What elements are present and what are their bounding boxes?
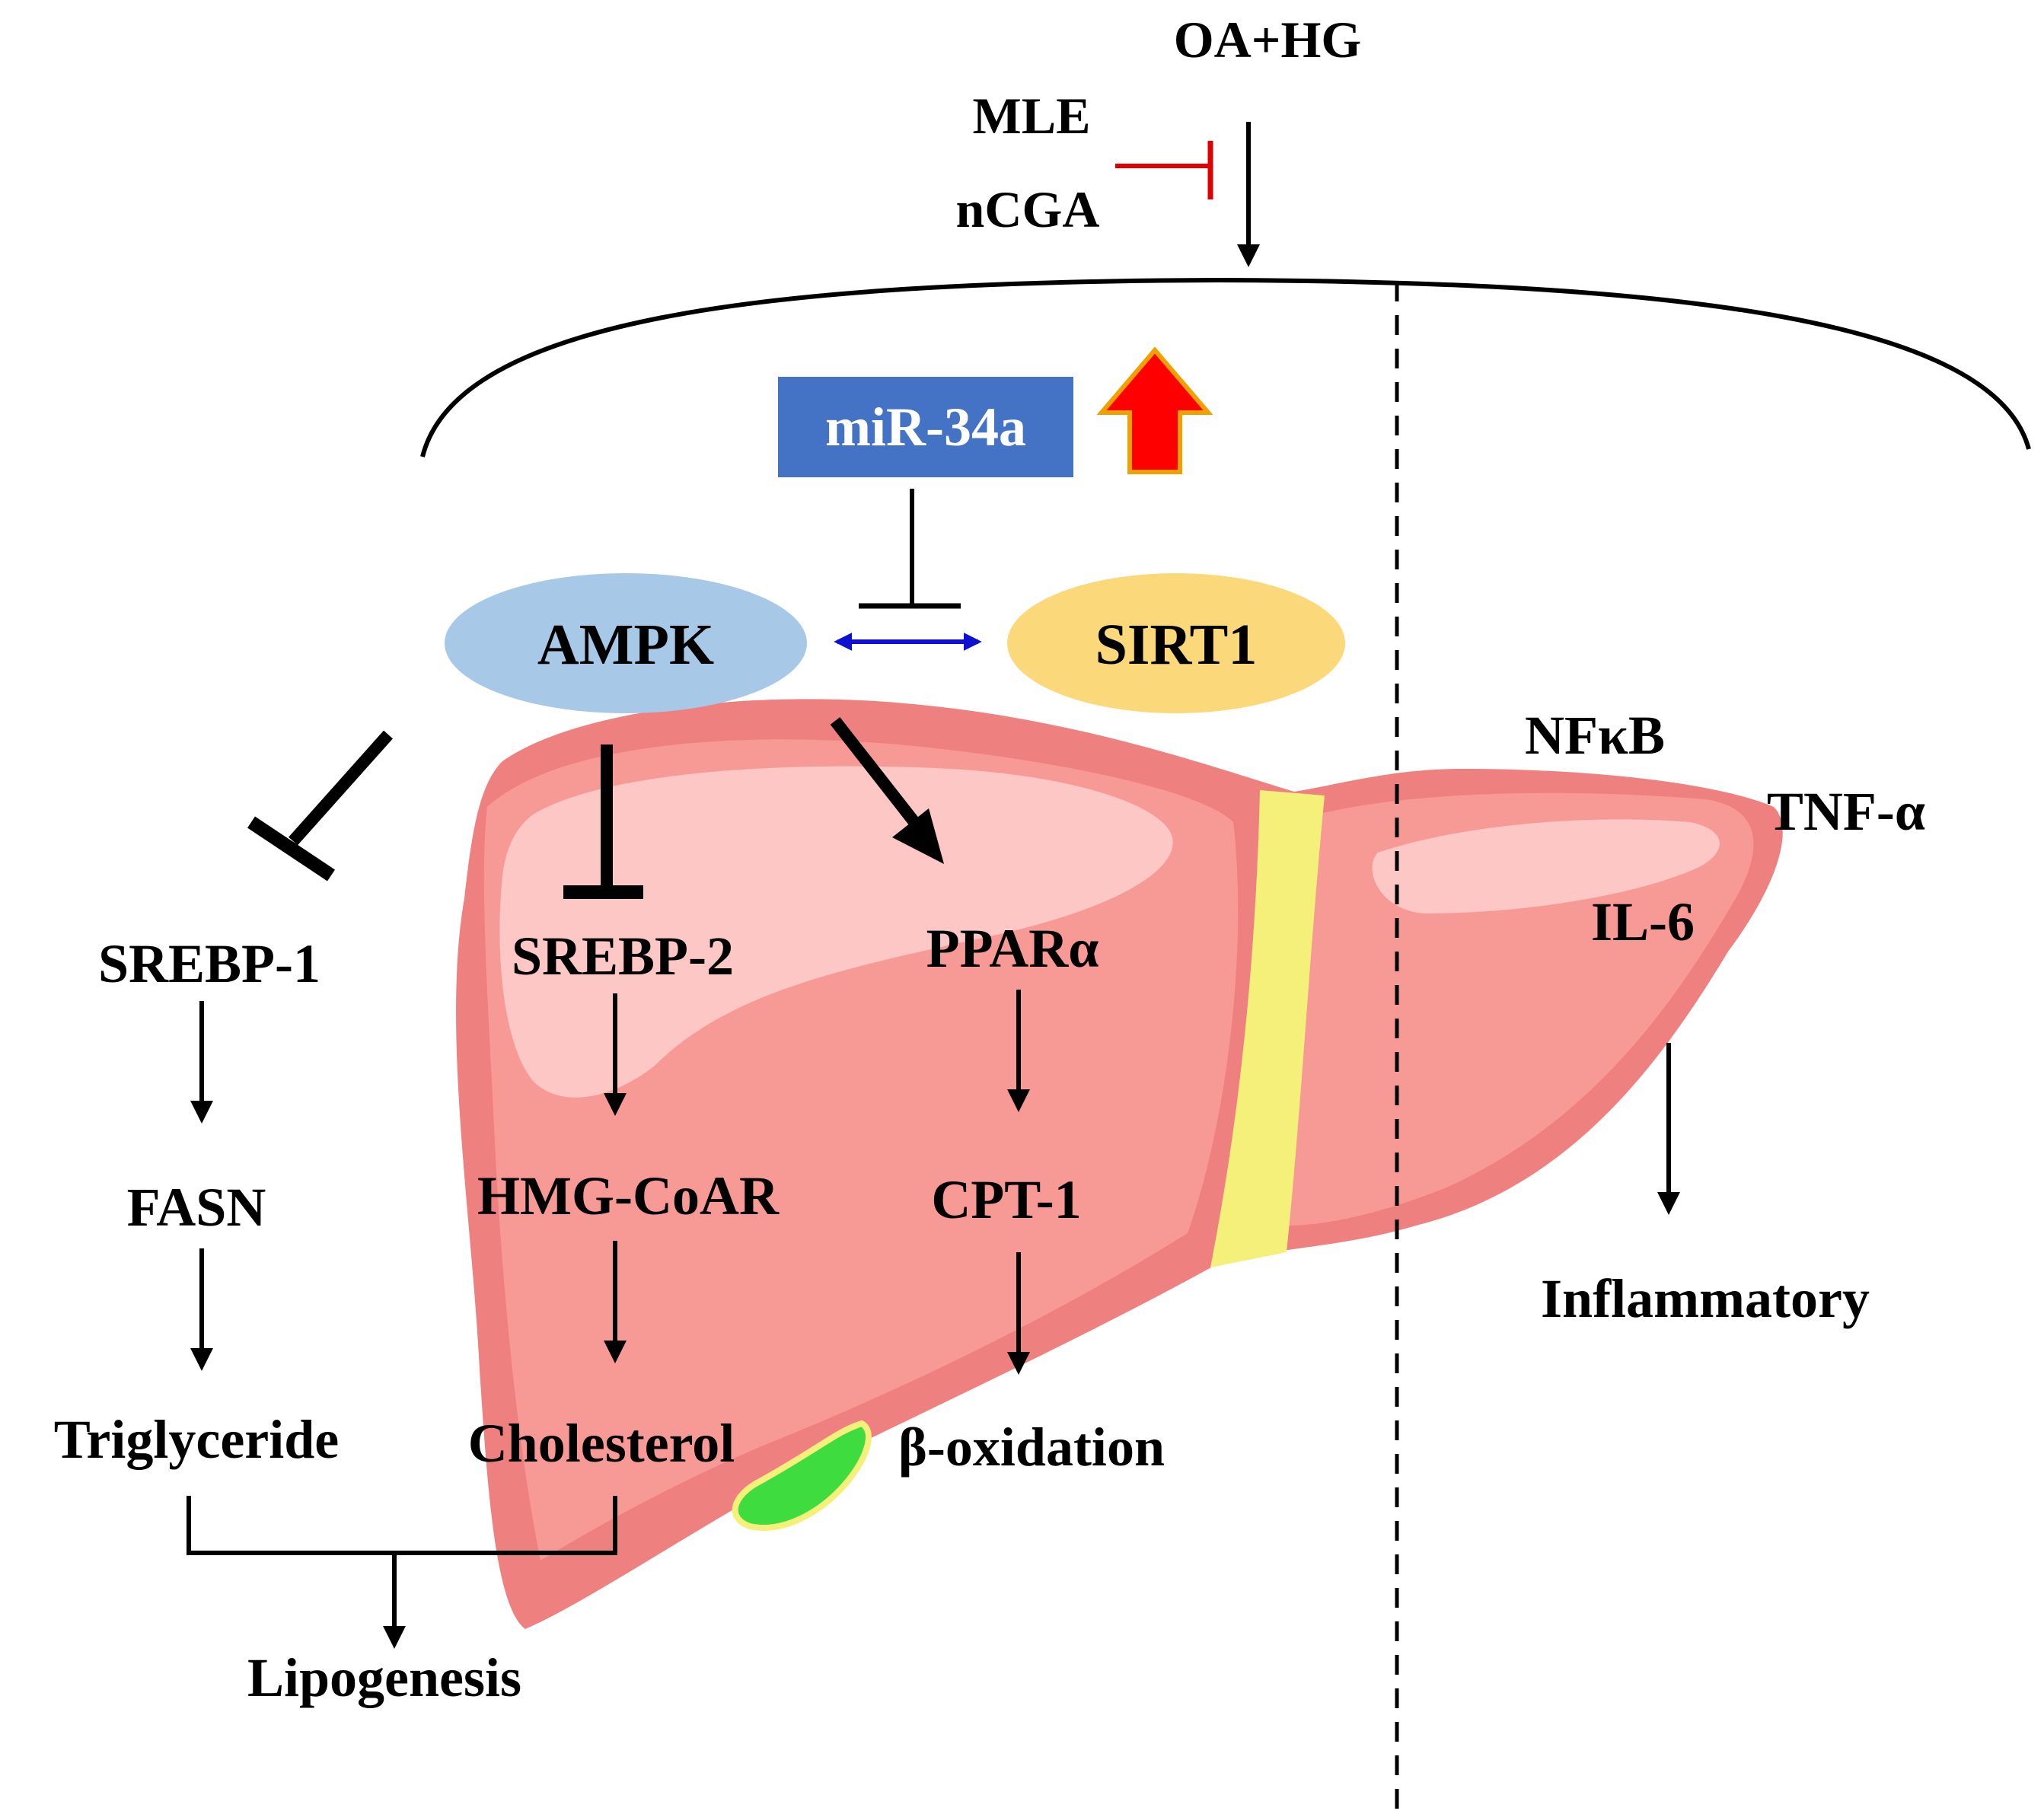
cell-membrane-arc — [420, 277, 2031, 457]
inhibition-bar-red — [1115, 141, 1213, 199]
beta-oxidation-label: β-oxidation — [898, 1417, 1165, 1478]
nfkb-label: NFκB — [1525, 705, 1665, 766]
inflammatory-label: Inflammatory — [1541, 1268, 1870, 1329]
mirna-label: miR-34a — [825, 397, 1026, 457]
gallbladder — [732, 1420, 872, 1531]
hmgcoar-label: HMG-CoAR — [477, 1165, 780, 1226]
lipogenesis-bracket — [187, 1496, 617, 1555]
srebp1-label: SREBP-1 — [98, 933, 320, 994]
ampk-inhibits-srebp1-bar — [247, 816, 335, 881]
tnfa-label: TNF-α — [1767, 781, 1925, 842]
ampk-label: AMPK — [537, 613, 714, 677]
inhibitor-mle-label: MLE — [973, 87, 1091, 145]
srebp2-label: SREBP-2 — [512, 926, 734, 987]
triglyceride-label: Triglyceride — [54, 1409, 340, 1470]
stimulus-label: OA+HG — [1174, 11, 1362, 69]
falciform-ligament — [1210, 790, 1325, 1267]
inhibitor-ncga-label: nCGA — [956, 180, 1100, 238]
cholesterol-label: Cholesterol — [468, 1413, 735, 1474]
fasn-label: FASN — [127, 1177, 266, 1238]
upregulation-arrow — [1096, 346, 1213, 474]
ampk-activates-ppara-arrow — [830, 717, 923, 830]
ampk-inhibits-srebp1-line — [289, 730, 393, 846]
sirt1-node — [1007, 573, 1345, 713]
ppara-label: PPARα — [926, 918, 1099, 979]
mirna-box — [778, 377, 1073, 477]
sirt1-label: SIRT1 — [1095, 613, 1258, 677]
liver-highlight-left — [499, 766, 1173, 1098]
lipogenesis-label: Lipogenesis — [247, 1647, 521, 1708]
cpt1-label: CPT-1 — [931, 1169, 1081, 1230]
ampk-node — [445, 573, 807, 713]
ampk-activates-ppara-arrowhead — [892, 808, 944, 864]
liver-illustration — [456, 699, 1783, 1630]
il6-label: IL-6 — [1591, 891, 1695, 952]
liver-highlight-right — [1372, 819, 1720, 913]
